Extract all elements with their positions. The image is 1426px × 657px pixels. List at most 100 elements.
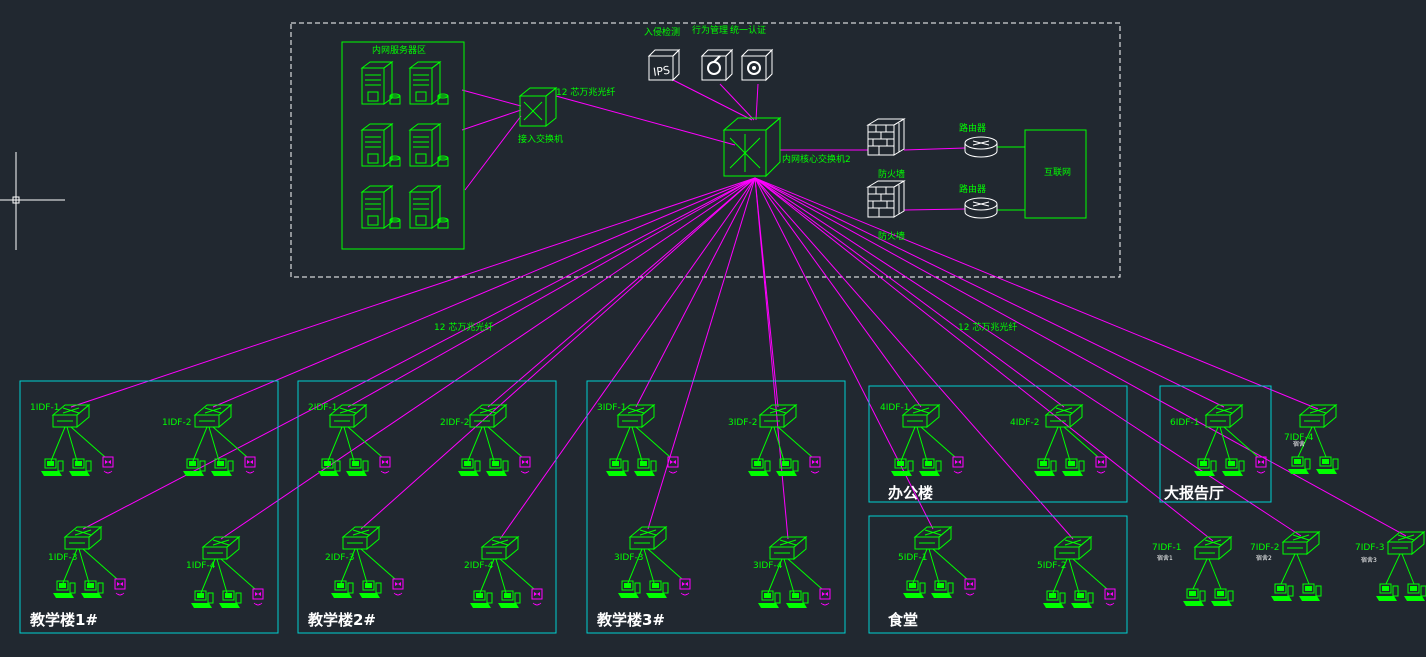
patch-line bbox=[920, 426, 956, 458]
pc-icon bbox=[775, 458, 799, 477]
wireless-ap-icon bbox=[1095, 456, 1107, 474]
server-4 bbox=[409, 123, 449, 167]
access-switch-icon bbox=[1045, 404, 1083, 428]
patch-line bbox=[757, 426, 773, 462]
link-core-to-1idf-2 bbox=[212, 177, 756, 408]
patch-line bbox=[647, 548, 683, 580]
pc-icon bbox=[1210, 588, 1234, 607]
patch-line bbox=[499, 558, 535, 590]
building-teaching-3: 教学楼3# bbox=[586, 380, 846, 634]
patch-line bbox=[643, 548, 655, 584]
patch-line bbox=[916, 426, 928, 462]
idf-1idf-1: 1IDF-1 bbox=[30, 403, 114, 477]
pc-icon bbox=[747, 458, 771, 477]
link-server-to-switch bbox=[461, 89, 522, 107]
link-core-to-7idf-1 bbox=[754, 177, 1214, 542]
pc-icon bbox=[785, 590, 809, 609]
patch-line bbox=[479, 558, 495, 594]
pc-icon bbox=[1070, 590, 1094, 609]
server-6 bbox=[409, 185, 449, 229]
patch-line bbox=[1043, 426, 1059, 462]
server-1 bbox=[361, 61, 401, 105]
building-name: 教学楼2# bbox=[307, 611, 376, 629]
wireless-ap-icon bbox=[1255, 456, 1267, 474]
access-switch-icon bbox=[769, 536, 807, 560]
pc-icon bbox=[605, 458, 629, 477]
core-switch-label: 内网核心交换机2 bbox=[782, 153, 851, 165]
patch-line bbox=[615, 426, 631, 462]
core-switch: 内网核心交换机2 bbox=[722, 116, 851, 178]
patch-line bbox=[1401, 553, 1415, 585]
patch-line bbox=[216, 558, 228, 594]
pc-icon bbox=[1221, 458, 1245, 477]
patch-line bbox=[631, 426, 643, 462]
pc-icon bbox=[1403, 583, 1426, 602]
pc-icon bbox=[1287, 456, 1311, 475]
patch-line bbox=[1219, 426, 1231, 462]
link-core-to-7idf-4 bbox=[754, 177, 1319, 410]
idf-label: 3IDF-4 bbox=[753, 561, 783, 571]
fiber-label-left: 12 芯万兆光纤 bbox=[434, 321, 493, 333]
link-audit-to-core bbox=[719, 83, 755, 121]
svg-text:IPS: IPS bbox=[652, 64, 671, 79]
link-log-to-core bbox=[755, 83, 759, 121]
access-switch-icon bbox=[1387, 531, 1425, 555]
link-core-to-2idf-1 bbox=[347, 177, 756, 408]
idf-label: 4IDF-2 bbox=[1010, 418, 1039, 428]
pc-icon bbox=[902, 580, 926, 599]
wireless-ap-icon bbox=[952, 456, 964, 474]
access-switch-icon bbox=[481, 536, 519, 560]
pc-icon bbox=[345, 458, 369, 477]
pc-icon bbox=[485, 458, 509, 477]
server-2 bbox=[409, 61, 449, 105]
access-switch-icon bbox=[759, 404, 797, 428]
patch-line bbox=[635, 426, 671, 458]
building-name: 食堂 bbox=[888, 611, 918, 629]
link-core-to-3idf-1 bbox=[635, 177, 756, 408]
internet-box: 互联网 bbox=[1024, 129, 1087, 219]
access-switch-icon bbox=[202, 536, 240, 560]
idf-label: 1IDF-4 bbox=[186, 561, 216, 571]
idf-3idf-3: 3IDF-3 bbox=[614, 526, 691, 599]
wireless-ap-icon bbox=[531, 588, 543, 606]
idf-1idf-2: 1IDF-2 bbox=[162, 404, 256, 477]
idf-label: 3IDF-2 bbox=[728, 418, 757, 428]
access-switch-icon bbox=[1282, 531, 1320, 555]
patch-line bbox=[1052, 558, 1068, 594]
patch-line bbox=[487, 426, 523, 458]
link-server-to-switch bbox=[464, 115, 522, 191]
idf-label: 6IDF-1 bbox=[1170, 418, 1199, 428]
ips-label: 入侵检测 bbox=[644, 26, 680, 38]
building-name: 大报告厅 bbox=[1164, 484, 1224, 502]
idf-label: 7IDF-1 bbox=[1152, 543, 1181, 553]
patch-line bbox=[356, 548, 368, 584]
idf-5idf-1: 5IDF-1 bbox=[898, 526, 976, 599]
idf-label: 3IDF-3 bbox=[614, 553, 643, 563]
access-switch-icon bbox=[1194, 536, 1232, 560]
patch-line bbox=[220, 558, 256, 590]
building-teaching-1: 教学楼1# bbox=[19, 380, 279, 634]
access-switch-label: 接入交换机 bbox=[518, 133, 563, 145]
link-core-to-1idf-1 bbox=[70, 177, 756, 408]
patch-line bbox=[932, 548, 968, 580]
patch-line bbox=[1223, 426, 1259, 458]
idf-label: 5IDF-2 bbox=[1037, 561, 1066, 571]
security-device-log: 统一认证 bbox=[730, 24, 773, 81]
wireless-ap-icon bbox=[244, 456, 256, 474]
patch-line bbox=[1297, 426, 1313, 458]
pc-icon bbox=[1315, 456, 1339, 475]
idf-label: 7IDF-3 bbox=[1355, 543, 1384, 553]
svg-text:路由器: 路由器 bbox=[959, 122, 986, 134]
fiber-label-top: 12 芯万兆光纤 bbox=[556, 86, 615, 98]
link-core-to-3idf-3 bbox=[647, 177, 756, 530]
pc-icon bbox=[52, 580, 76, 599]
idf-note: 宿舍3 bbox=[1361, 556, 1377, 564]
idf-4idf-2: 4IDF-2 bbox=[1010, 404, 1107, 477]
patch-line bbox=[467, 426, 483, 462]
pc-icon bbox=[497, 590, 521, 609]
wireless-ap-icon bbox=[1104, 588, 1116, 606]
building-office: 办公楼 bbox=[868, 385, 1128, 503]
patch-line bbox=[62, 548, 78, 584]
wireless-ap-icon bbox=[379, 456, 391, 474]
patch-line bbox=[773, 426, 785, 462]
